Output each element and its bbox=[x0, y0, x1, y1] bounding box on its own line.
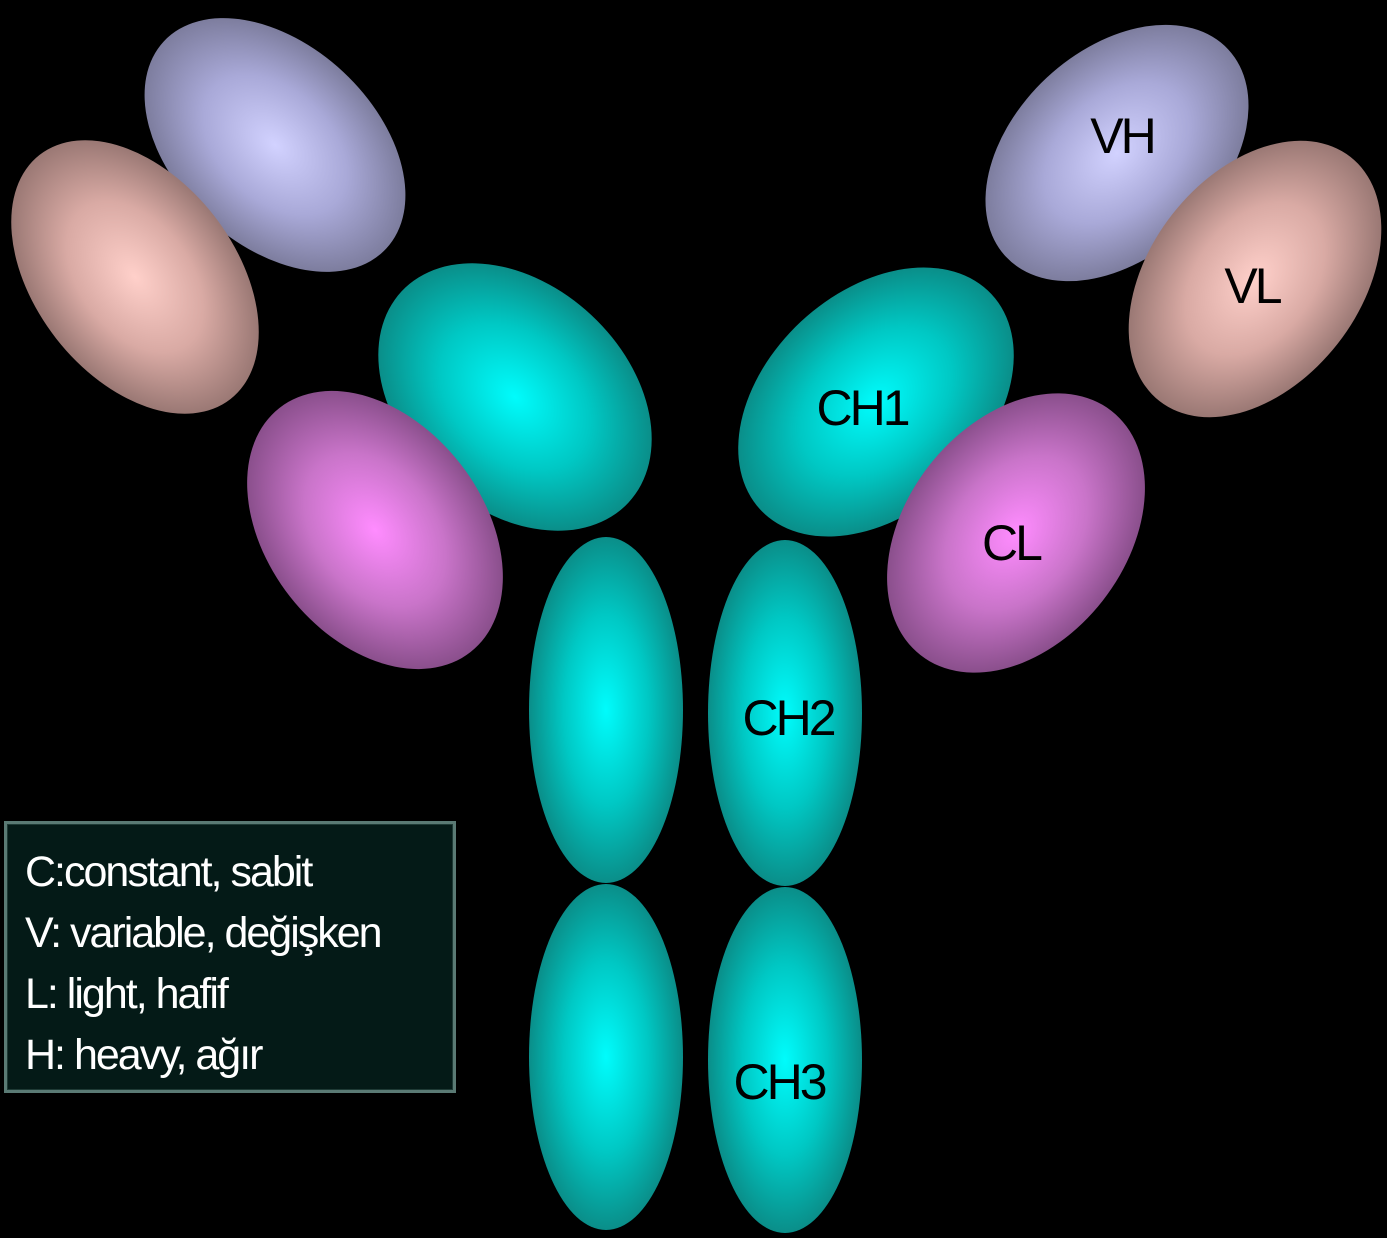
left-cl-domain bbox=[247, 390, 503, 670]
vh-label: VH bbox=[1090, 108, 1153, 164]
ch2-domain bbox=[708, 540, 862, 886]
left-ch2-domain bbox=[529, 537, 683, 883]
cl-label: CL bbox=[982, 515, 1042, 571]
left-vh-domain bbox=[144, 18, 406, 272]
ch3-domain bbox=[708, 887, 862, 1233]
legend-line-light: L: light, hafif bbox=[25, 970, 229, 1018]
ch2-label: CH2 bbox=[742, 690, 834, 746]
ch3-label: CH3 bbox=[733, 1054, 825, 1110]
vl-domain bbox=[1128, 140, 1382, 418]
ch1-label: CH1 bbox=[816, 380, 908, 436]
left-vl-domain bbox=[11, 140, 259, 414]
legend-line-constant: C:constant, sabit bbox=[25, 848, 313, 896]
legend-line-heavy: H: heavy, ağır bbox=[25, 1031, 264, 1079]
legend-line-variable: V: variable, değişken bbox=[25, 909, 383, 957]
cl-domain bbox=[887, 393, 1145, 673]
left-ch3-domain bbox=[529, 884, 683, 1230]
legend-box: C:constant, sabit V: variable, değişken … bbox=[4, 821, 456, 1093]
vl-label: VL bbox=[1224, 258, 1281, 314]
